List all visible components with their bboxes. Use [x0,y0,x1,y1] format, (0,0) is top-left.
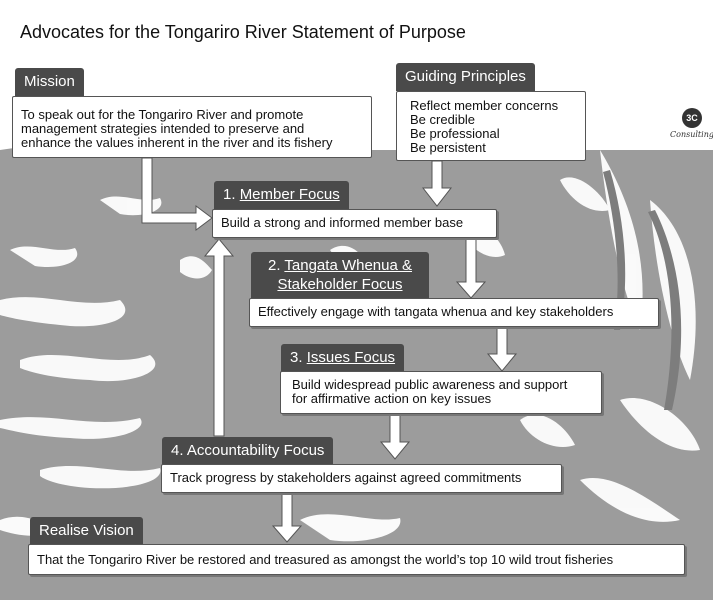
focus-3-heading: 3. Issues Focus [281,344,405,372]
principle-item: Reflect member concerns [410,98,559,113]
focus-4-box: Track progress by stakeholders against a… [161,464,562,493]
focus-4-title: Accountability Focus [186,442,325,459]
focus-1-title: Member Focus [239,186,340,203]
principle-item: Be professional [410,126,500,141]
mission-line: enhance the values inherent in the river… [21,135,333,150]
logo-mark: 3C [682,108,702,128]
focus-3-number: 3. [290,349,303,366]
consulting-logo: 3C Consulting [670,108,713,144]
mission-box: To speak out for the Tongariro River and… [12,96,372,158]
focus-2-text: Effectively engage with tangata whenua a… [258,304,614,319]
focus-3-box: Build widespread public awareness and su… [280,371,602,414]
focus-1-text: Build a strong and informed member base [221,215,464,230]
focus-1-heading: 1. Member Focus [214,181,349,209]
guiding-principles-box: Reflect member concerns Be credible Be p… [396,91,586,161]
focus-1-box: Build a strong and informed member base [212,209,497,238]
focus-4-heading: 4. Accountability Focus [162,437,334,465]
page-title: Advocates for the Tongariro River Statem… [20,22,466,42]
focus-2-box: Effectively engage with tangata whenua a… [249,298,659,327]
mission-heading: Mission [15,68,84,96]
mission-line: management strategies intended to preser… [21,121,305,136]
principle-item: Be credible [410,112,476,127]
principle-item: Be persistent [410,140,486,155]
focus-3-text: Build widespread public awareness and su… [292,377,568,392]
vision-heading: Realise Vision [30,517,143,545]
focus-2-heading: 2. Tangata Whenua & Stakeholder Focus [251,252,429,298]
focus-1-number: 1. [223,186,236,203]
focus-2-number: 2. [267,257,281,274]
mission-line: To speak out for the Tongariro River and… [21,107,304,122]
focus-2-title-line: Stakeholder Focus [277,276,403,293]
focus-4-number: 4. [171,442,184,459]
focus-3-text: for affirmative action on key issues [292,391,492,406]
focus-4-text: Track progress by stakeholders against a… [170,470,522,485]
focus-3-title: Issues Focus [306,349,396,366]
guiding-principles-heading: Guiding Principles [396,63,535,91]
logo-caption: Consulting [670,130,713,139]
vision-text: That the Tongariro River be restored and… [37,552,614,567]
focus-2-title-line: Tangata Whenua & [284,257,412,274]
vision-box: That the Tongariro River be restored and… [28,544,685,575]
